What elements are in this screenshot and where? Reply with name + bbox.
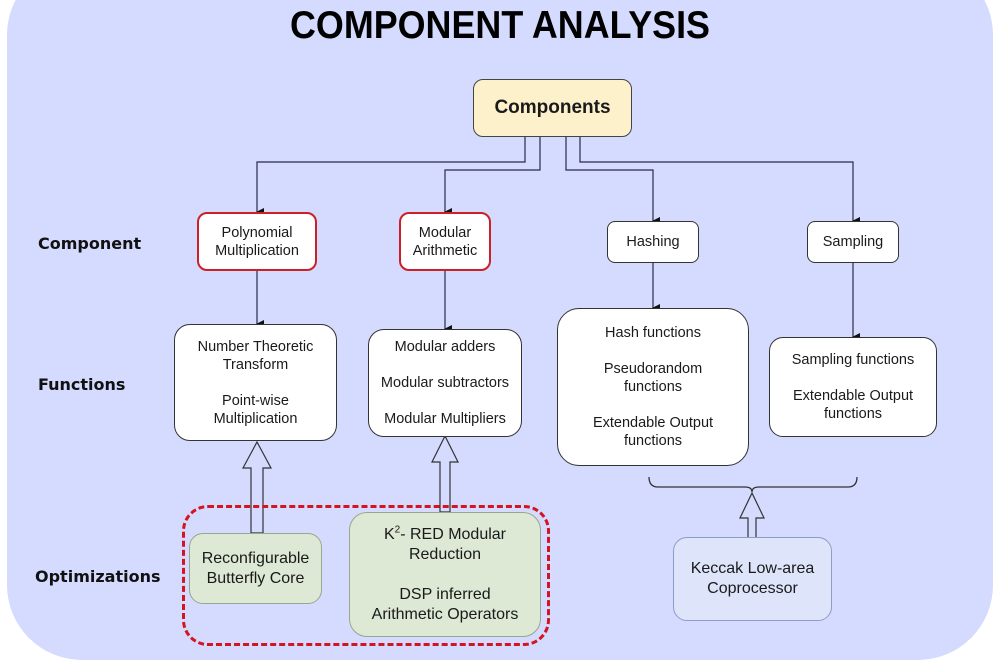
brace-hashing-sampling — [648, 476, 858, 493]
optimization-keccak-coprocessor: Keccak Low-area Coprocessor — [673, 537, 832, 621]
function-item: functions — [823, 406, 883, 422]
function-item: Extendable Output — [792, 388, 914, 404]
function-item: Multiplication — [213, 410, 298, 427]
component-polynomial-multiplication: Polynomial Multiplication — [197, 212, 317, 271]
diagram-title: COMPONENT ANALYSIS — [290, 4, 710, 47]
function-item: Modular Multipliers — [384, 411, 506, 427]
function-item: Modular subtractors — [380, 375, 510, 391]
component-label-line: Arithmetic — [412, 242, 478, 259]
optimization-arrow-k2red — [431, 434, 459, 513]
optimization-label-line: DSP inferred — [399, 585, 491, 603]
optimization-label-line: K2- RED Modular — [384, 525, 506, 545]
component-label-line: Multiplication — [215, 242, 299, 259]
component-label-line: Sampling — [822, 234, 884, 250]
connector-root-polynomial — [256, 137, 526, 216]
function-item: Hash functions — [605, 325, 701, 341]
function-item: Point-wise — [222, 392, 289, 409]
function-item: Transform — [222, 356, 289, 373]
optimization-label-line: Arithmetic Operators — [371, 605, 519, 623]
component-modular-arithmetic: Modular Arithmetic — [399, 212, 491, 271]
function-item: Sampling functions — [791, 352, 915, 368]
k2red-k: K — [383, 525, 395, 543]
component-label-line: Hashing — [626, 234, 680, 250]
row-label-component: Component — [38, 234, 142, 253]
functions-sampling: Sampling functions Extendable Output fun… — [769, 337, 937, 437]
connector-root-modular — [444, 137, 541, 216]
k2red-rest: - RED Modular — [400, 525, 507, 543]
optimization-reconfigurable-butterfly-core: Reconfigurable Butterfly Core — [189, 533, 322, 604]
optimization-k2red-dsp: K2- RED Modular Reduction DSP inferred A… — [349, 512, 541, 637]
component-label-line: Modular — [418, 224, 472, 241]
optimization-label-line: Reconfigurable — [201, 549, 310, 567]
optimization-label-line: Butterfly Core — [206, 569, 305, 587]
functions-modular: Modular adders Modular subtractors Modul… — [368, 329, 522, 437]
component-hashing: Hashing — [607, 221, 699, 263]
function-item: Modular adders — [394, 339, 496, 355]
optimization-arrow-keccak — [739, 491, 765, 539]
row-label-functions: Functions — [38, 375, 126, 394]
connector-root-hashing — [565, 137, 660, 225]
optimization-arrow-butterfly — [241, 440, 273, 534]
optimization-label-line: Keccak Low-area — [690, 560, 815, 577]
function-item: Extendable Output — [592, 415, 714, 431]
row-label-optimizations: Optimizations — [35, 567, 161, 586]
optimization-label-line: Reduction — [408, 545, 482, 563]
function-item: Number Theoretic — [197, 338, 314, 355]
function-item: Pseudorandom — [603, 361, 703, 377]
optimizations-group-dashed — [182, 505, 550, 646]
root-node-components: Components — [473, 79, 632, 137]
functions-polynomial: Number Theoretic Transform Point-wise Mu… — [174, 324, 337, 441]
component-sampling: Sampling — [807, 221, 899, 263]
functions-hashing: Hash functions Pseudorandom functions Ex… — [557, 308, 749, 466]
function-item: functions — [623, 433, 683, 449]
k2red-superscript: 2 — [394, 524, 401, 536]
optimization-label-line: Coprocessor — [707, 580, 798, 597]
function-item: functions — [623, 379, 683, 395]
connector-root-sampling — [579, 137, 860, 225]
root-label: Components — [494, 97, 611, 118]
component-label-line: Polynomial — [221, 224, 293, 241]
